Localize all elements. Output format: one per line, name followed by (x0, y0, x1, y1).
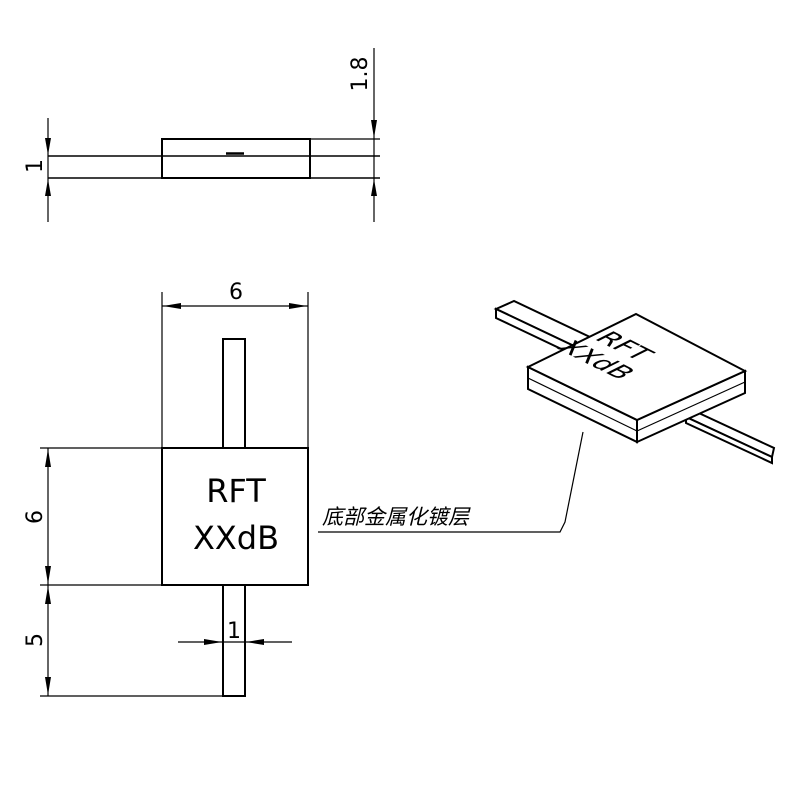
dim-arrow (371, 120, 377, 138)
dim-arrow (289, 303, 307, 309)
side-view: 1 1.8 (23, 48, 380, 222)
top-marking-line2: XXdB (193, 519, 279, 557)
dim-arrow (45, 449, 51, 467)
top-marking-line1: RFT (206, 472, 266, 510)
dim-arrow (45, 677, 51, 695)
dim-arrow (45, 586, 51, 604)
dim-arrow (45, 179, 51, 196)
dim-label-lead-width: 1 (227, 619, 241, 644)
callout-label: 底部金属化镀层 (322, 505, 471, 529)
dim-label-body-height: 6 (23, 510, 48, 524)
callout-leader (318, 431, 584, 533)
dim-arrow (45, 138, 51, 155)
dim-label-height: 1.8 (348, 57, 373, 92)
top-lead-upper (222, 338, 246, 450)
iso-body-top (525, 312, 748, 422)
dim-label-lead-thickness: 1 (23, 159, 48, 173)
dim-arrow (371, 179, 377, 196)
dim-label-lead-length: 5 (23, 633, 48, 647)
dim-label-width: 6 (229, 280, 243, 305)
top-body (161, 447, 309, 586)
iso-view: RFT XXdB 底部金属化镀层 (318, 299, 776, 533)
dim-arrow (45, 566, 51, 584)
top-view: RFT XXdB 6 6 5 1 (23, 280, 309, 697)
side-body (161, 138, 311, 179)
dim-arrow (246, 639, 264, 645)
dim-arrow (204, 639, 222, 645)
iso-lead-right (684, 406, 776, 459)
dim-arrow (163, 303, 181, 309)
